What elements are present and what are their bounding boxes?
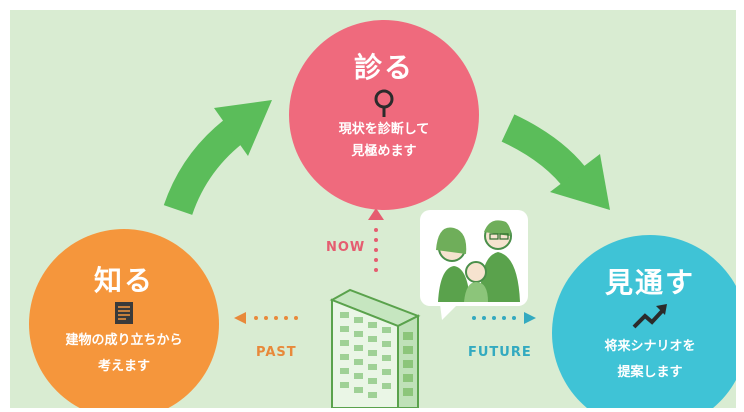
diagram-graphics (163, 100, 610, 408)
future-description-line-2: 提案します (617, 365, 683, 380)
past-description-line-2: 考えます (97, 359, 150, 374)
now-label: NOW (326, 240, 366, 255)
future-description-line-1: 将来シナリオを (604, 339, 696, 354)
future-circle: 見通す 将来シナリオを 提案します (552, 235, 736, 408)
future-title: 見通す (604, 266, 695, 299)
past-label: PAST (256, 345, 297, 360)
magnifier-icon (374, 89, 394, 117)
past-circle: 知る 建物の成り立ちから 考えます (29, 229, 219, 408)
now-description-line-1: 現状を診断して (338, 122, 430, 137)
future-label: FUTURE (468, 345, 532, 360)
now-title: 診る (353, 51, 414, 84)
arrow-now-to-future (501, 114, 610, 210)
family-illustration (420, 210, 528, 320)
past-title: 知る (93, 264, 154, 297)
building-illustration (329, 288, 421, 408)
now-description-line-2: 見極めます (351, 144, 417, 159)
past-dotted-connector (234, 312, 298, 324)
now-dotted-connector (368, 208, 384, 272)
now-circle: 診る 現状を診断して 見極めます (289, 20, 479, 210)
arrow-past-to-now (163, 100, 272, 216)
cycle-diagram: 診る 現状を診断して 見極めます 知る 建物の成り立ちから 考えます 見通す 将… (10, 10, 736, 408)
trend-up-icon (632, 304, 667, 329)
past-description-line-1: 建物の成り立ちから (65, 333, 183, 348)
document-icon (115, 302, 133, 324)
future-dotted-connector (472, 312, 536, 324)
